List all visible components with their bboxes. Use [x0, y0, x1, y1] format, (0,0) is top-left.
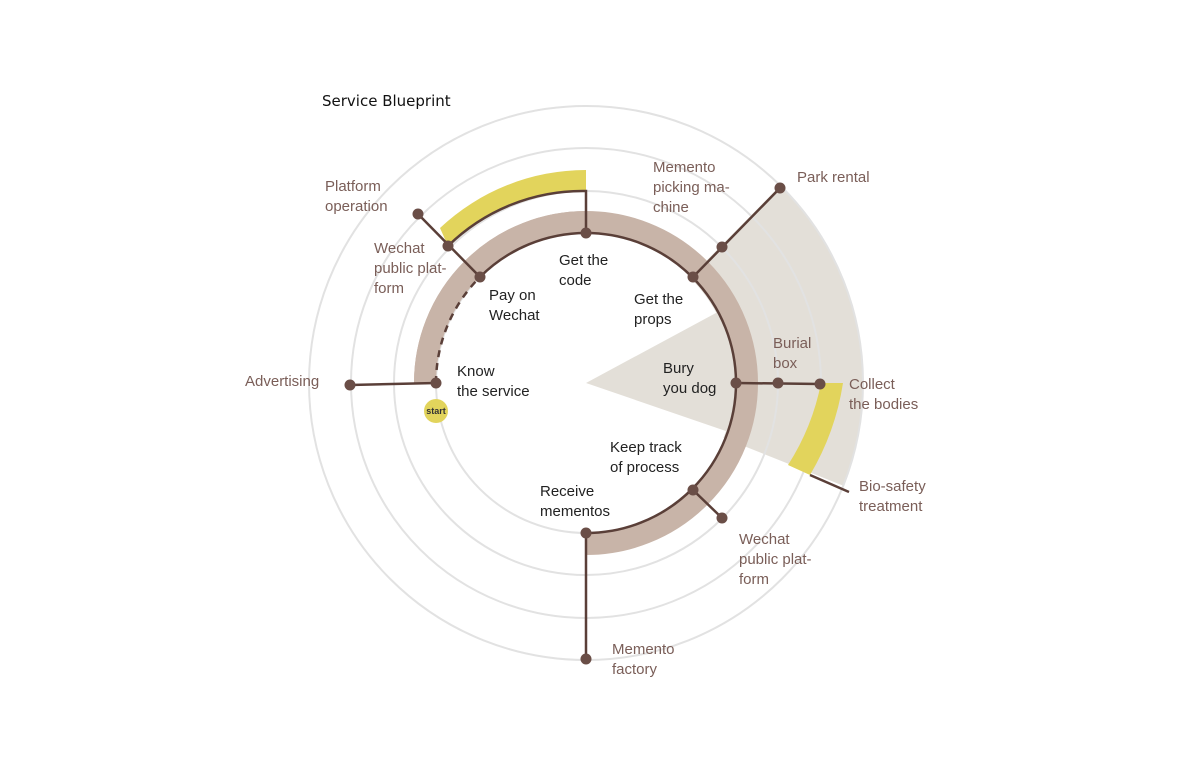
highlight-arc-right	[788, 383, 843, 475]
touchpoint-label-bio-safety: Bio-safety treatment	[859, 478, 926, 515]
touchpoint-label-collect-bodies: Collect the bodies	[849, 376, 918, 413]
touchpoint-label-wechat-public-platform-2-line: public plat-	[739, 551, 812, 568]
step-label-code-line: Get the	[559, 252, 608, 269]
touchpoint-label-wechat-public-platform-1-line: Wechat	[374, 240, 425, 257]
step-label-props-line: Get the	[634, 291, 683, 308]
step-label-bury: Bury you dog	[663, 360, 716, 397]
touchpoint-label-collect-bodies-line: Collect	[849, 376, 896, 393]
node-know	[430, 377, 442, 389]
node-track	[687, 484, 699, 496]
start-badge: start	[424, 399, 448, 423]
step-label-know-line: Know	[457, 363, 495, 380]
node-park-rental	[774, 182, 786, 194]
node-pay	[474, 271, 486, 283]
node-advertising	[344, 379, 356, 391]
journey-nodes	[344, 182, 826, 665]
node-collect-bodies	[814, 378, 826, 390]
step-label-know: Know the service	[457, 363, 530, 400]
touchpoint-label-memento-picking-machine: Memento picking ma-chine	[653, 159, 730, 216]
step-label-know-line: the service	[457, 383, 530, 400]
touchpoint-label-advertising-line: Advertising	[245, 373, 319, 390]
touchpoint-label-wechat-public-platform-2-line: Wechat	[739, 531, 790, 548]
journey-line-platform	[447, 189, 588, 247]
touchpoint-label-wechat-public-platform-1-line: public plat-	[374, 260, 447, 277]
touchpoint-label-wechat-public-platform-1-line: form	[374, 280, 404, 297]
touchpoint-label-memento-factory: Memento factory	[612, 641, 675, 678]
node-burial-box	[772, 377, 784, 389]
step-label-code-line: code	[559, 272, 592, 289]
touchpoint-label-memento-picking-machine-line: Memento	[653, 159, 716, 176]
highlight-arc-top	[440, 170, 586, 246]
step-label-props: Get the props	[634, 291, 683, 328]
spoke-wechat-2	[692, 489, 723, 519]
touchpoint-label-wechat-public-platform-2-line: form	[739, 571, 769, 588]
diagram-title: Service Blueprint	[322, 92, 451, 110]
step-label-bury-line: Bury	[663, 360, 694, 377]
touchpoint-label-burial-box-line: box	[773, 355, 798, 372]
touchpoint-label-park-rental: Park rental	[797, 169, 870, 186]
step-label-pay-line: Wechat	[489, 307, 540, 324]
touchpoint-label-burial-box: Burial box	[773, 335, 811, 372]
touchpoint-label-collect-bodies-line: the bodies	[849, 396, 918, 413]
node-bury	[730, 377, 742, 389]
step-label-track-line: Keep track	[610, 439, 682, 456]
step-label-props-line: props	[634, 311, 672, 328]
step-label-pay: Pay on Wechat	[489, 287, 540, 324]
step-label-code: Get the code	[559, 252, 608, 289]
inner-wedge	[586, 300, 752, 440]
start-label: start	[426, 406, 446, 416]
touchpoint-label-platform-operation-line: operation	[325, 198, 388, 215]
touchpoint-label-platform-operation: Platform operation	[325, 178, 388, 215]
node-memento-machine	[716, 241, 728, 253]
step-label-pay-line: Pay on	[489, 287, 536, 304]
connector-lines	[349, 187, 850, 659]
step-label-receive: Receive mementos	[540, 483, 610, 520]
touchpoint-label-bio-safety-line: Bio-safety	[859, 478, 926, 495]
step-label-bury-line: you dog	[663, 380, 716, 397]
node-memento-factory	[580, 653, 592, 665]
touchpoint-label-memento-factory-line: Memento	[612, 641, 675, 658]
touchpoint-label-wechat-public-platform-1: Wechat public plat-form	[374, 240, 447, 297]
touchpoint-label-wechat-public-platform-2: Wechat public plat-form	[739, 531, 812, 588]
touchpoint-label-platform-operation-line: Platform	[325, 178, 381, 195]
step-label-receive-line: Receive	[540, 483, 594, 500]
spoke-advertising	[349, 381, 437, 387]
step-label-receive-line: mementos	[540, 503, 610, 520]
touchpoint-label-advertising: Advertising	[245, 373, 319, 390]
node-code	[580, 227, 592, 239]
node-wechat-1	[442, 240, 454, 252]
step-label-track-line: of process	[610, 459, 679, 476]
step-label-track: Keep track of process	[610, 439, 682, 476]
touchpoint-label-burial-box-line: Burial	[773, 335, 811, 352]
node-wechat-2	[716, 512, 728, 524]
touchpoint-label-park-rental-line: Park rental	[797, 169, 870, 186]
touchpoint-label-bio-safety-line: treatment	[859, 498, 923, 515]
touchpoint-label-memento-picking-machine-line: chine	[653, 199, 689, 216]
touchpoint-label-memento-factory-line: factory	[612, 661, 658, 678]
node-props	[687, 271, 699, 283]
journey-line-segment-1	[479, 231, 587, 278]
spoke-bio-safety	[809, 473, 850, 494]
journey-line-dashed	[434, 276, 481, 384]
touchpoint-label-memento-picking-machine-line: picking ma-	[653, 179, 730, 196]
node-platform-operation	[412, 208, 424, 220]
spoke-park-rental	[692, 187, 781, 278]
node-receive	[580, 527, 592, 539]
start-circle	[424, 399, 448, 423]
